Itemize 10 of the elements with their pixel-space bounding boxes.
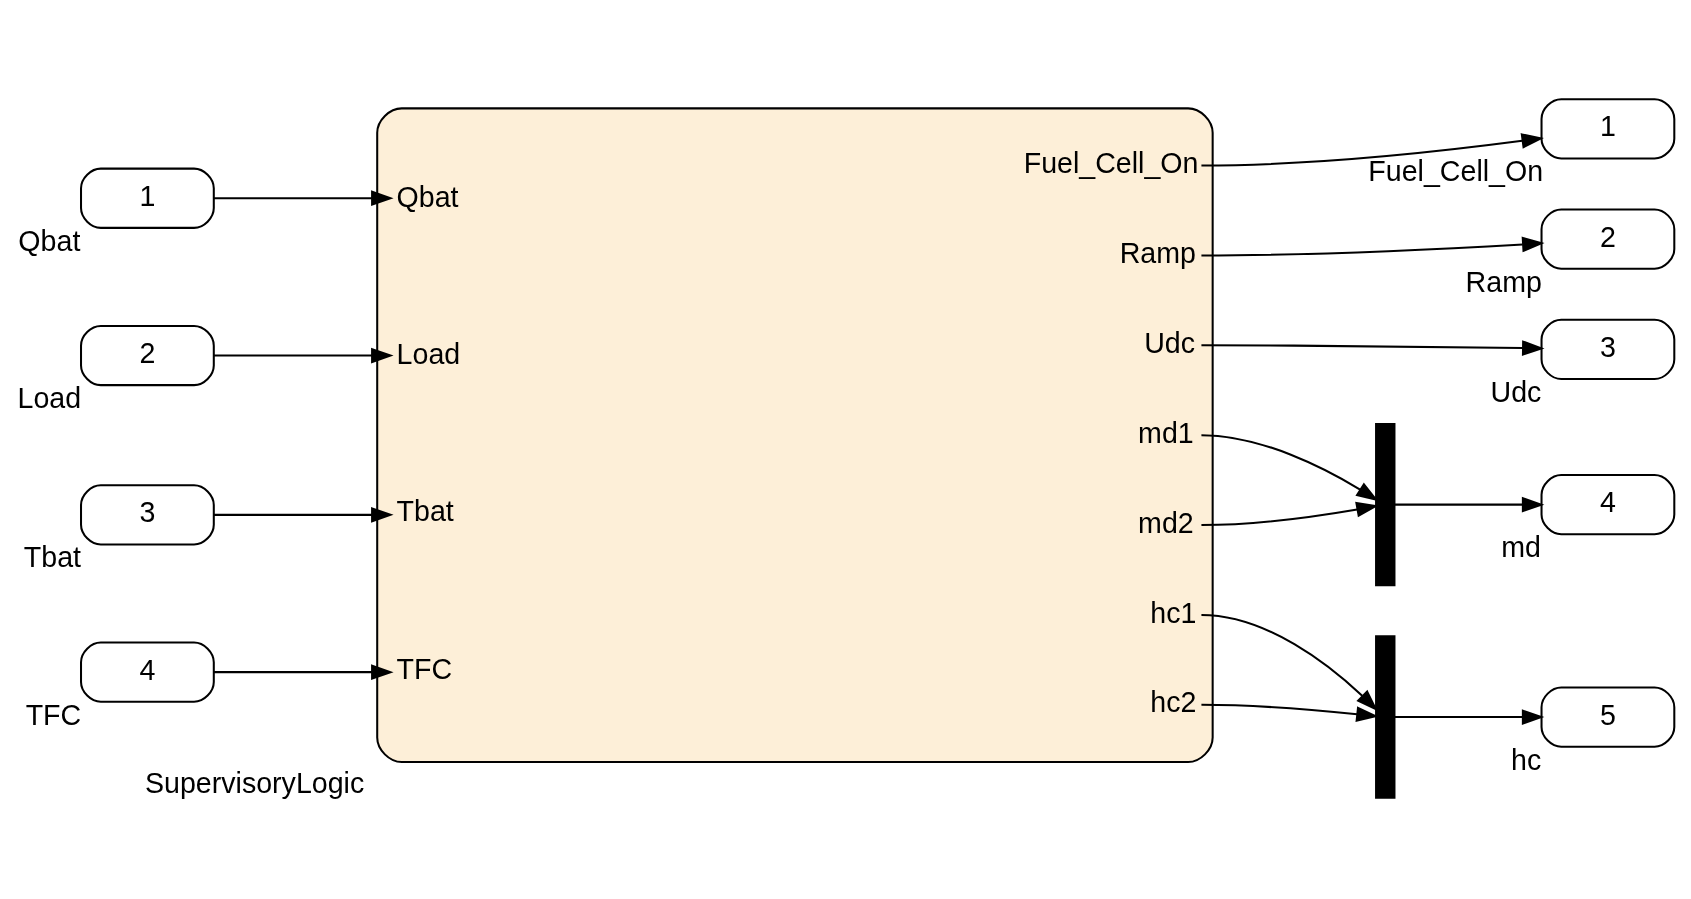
node-label: SupervisoryLogic (144, 766, 364, 799)
node-label: Fuel_Cell_On (1367, 154, 1543, 187)
node-label: TFC (25, 698, 81, 731)
node-label: Udc (1490, 375, 1541, 408)
node-label: Tbat (23, 540, 81, 573)
node-label: Load (17, 381, 81, 414)
node-label: md (1500, 530, 1541, 563)
node-label: Ramp (1465, 265, 1542, 298)
node-label: hc (1510, 743, 1541, 776)
node-label: Qbat (17, 224, 80, 257)
